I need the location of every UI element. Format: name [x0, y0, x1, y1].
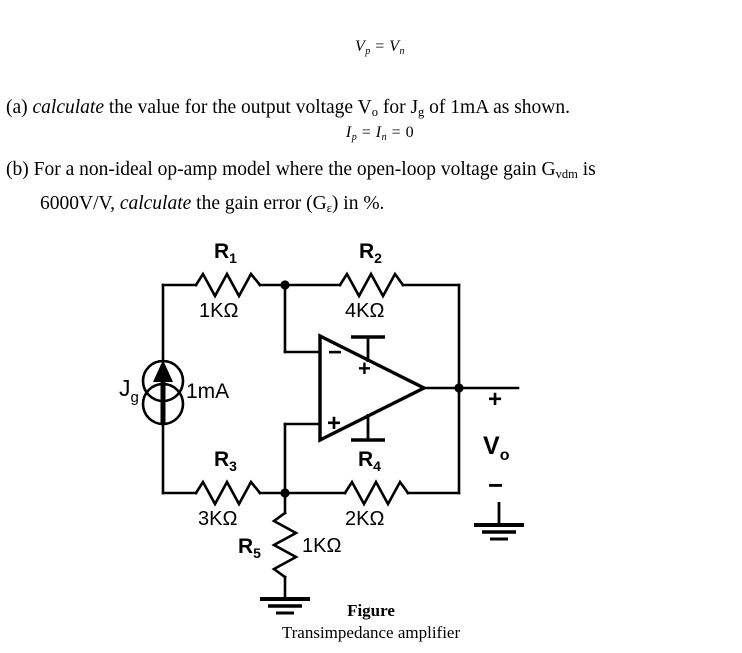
- equation-vp-vn: Vp = Vn: [354, 38, 406, 57]
- label-r2: R2: [359, 240, 382, 266]
- value-r2: 4KΩ: [345, 300, 384, 322]
- question-b-text-3: the gain error (G: [191, 193, 327, 214]
- question-b-gain-value: 6000V/V,: [40, 193, 120, 214]
- question-b-emphasis: calculate: [119, 193, 192, 214]
- opamp-inverting-sign: −: [328, 339, 342, 366]
- question-b-line2: 6000V/V, calculate the gain error (Gε) i…: [6, 189, 722, 223]
- opamp-triangle: [318, 333, 428, 443]
- question-a-text-1: the value for the output voltage V: [104, 97, 372, 118]
- opamp-supply-plus-sign: +: [358, 356, 371, 381]
- question-b: (b) For a non-ideal op-amp model where t…: [6, 155, 722, 223]
- question-a-emphasis: calculate: [32, 97, 104, 118]
- output-plus-sign: +: [488, 386, 502, 413]
- resistor-r4-body: [343, 479, 410, 507]
- figure-caption-subtitle-text: Transimpedance amplifier: [281, 623, 461, 642]
- value-r1: 1KΩ: [199, 300, 238, 322]
- figure-caption-title: Figure: [0, 601, 742, 621]
- node-a-dot: [280, 280, 290, 290]
- resistor-r1-body: [194, 271, 262, 299]
- current-source-arrow-head: [153, 360, 173, 382]
- value-r3: 3KΩ: [198, 508, 237, 530]
- resistor-r5-body: [271, 511, 299, 579]
- resistor-r2-body: [338, 271, 405, 299]
- label-r4: R4: [358, 448, 381, 474]
- output-label-vo: Vo: [483, 432, 510, 464]
- question-b-sub-epsilon: ε: [326, 201, 332, 215]
- question-b-text-4: ) in %.: [331, 193, 385, 214]
- question-a-text-3: of 1mA as shown.: [424, 97, 570, 118]
- question-b-text-1: For a non-ideal op-amp model where the o…: [28, 159, 556, 180]
- equation-ip-in-zero: Ip = In = 0: [345, 124, 415, 143]
- question-b-marker: (b): [6, 159, 29, 180]
- question-a-marker: (a): [6, 97, 28, 118]
- ground-symbol-r5: [260, 597, 310, 615]
- value-r5: 1KΩ: [302, 535, 341, 557]
- figure-caption-subtitle: Transimpedance amplifier: [0, 623, 742, 643]
- label-source-jg: Jg: [119, 375, 139, 406]
- opamp-supply-pins: [351, 335, 385, 442]
- label-r5: R5: [238, 535, 261, 561]
- question-a: (a) calculate the value for the output v…: [6, 93, 736, 127]
- question-a-text-2: for J: [377, 97, 419, 118]
- label-r1: R1: [214, 240, 237, 266]
- circuit-diagram: R1 1KΩ R2 4KΩ R3 3KΩ R4 2KΩ R5 1KΩ Jg 1m…: [119, 240, 524, 615]
- value-source: 1mA: [186, 380, 229, 403]
- equation-block: Vp = Vn Ip = In = 0: [0, 6, 742, 178]
- question-b-sub-vdm: vdm: [555, 167, 578, 181]
- ground-symbol-output: [474, 502, 524, 541]
- node-output-dot: [454, 383, 464, 393]
- question-a-sub-g: g: [418, 105, 425, 119]
- label-r3: R3: [214, 448, 237, 474]
- output-minus-sign: −: [488, 470, 503, 500]
- value-r4: 2KΩ: [345, 508, 384, 530]
- node-b-dot: [280, 488, 290, 498]
- question-a-sub-o: o: [371, 105, 378, 119]
- question-b-text-2: is: [577, 159, 596, 180]
- resistor-r3-body: [194, 479, 262, 507]
- figure-caption-title-text: Figure: [347, 601, 395, 620]
- opamp-noninverting-sign: +: [327, 410, 341, 437]
